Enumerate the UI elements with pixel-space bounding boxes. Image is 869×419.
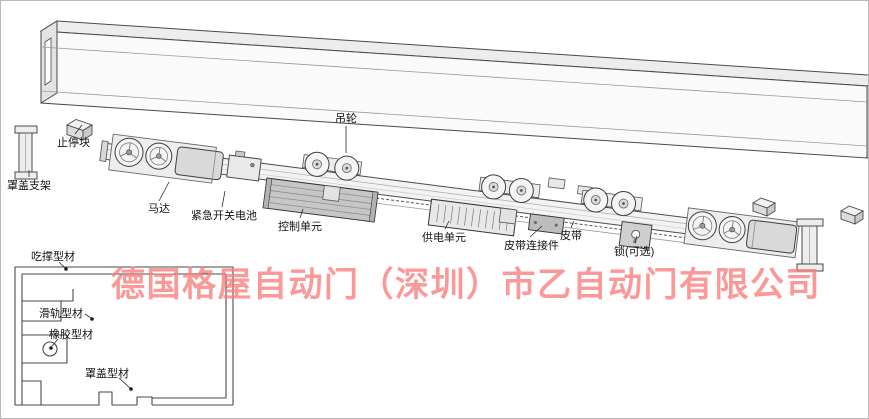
drive-pulley-icon: [687, 211, 717, 241]
label-stop-block: 止停块: [57, 135, 90, 149]
stop-block-part: [65, 119, 94, 141]
drive-pulley-icon: [145, 142, 173, 170]
label-belt-connector: 皮带连接件: [504, 239, 559, 252]
motor-left-assembly: [108, 133, 224, 184]
label-hanging-wheel: 吊轮: [335, 111, 357, 125]
lock-part: [618, 221, 653, 250]
label-motor: 马达: [148, 202, 170, 215]
cross-section-profile: [14, 266, 234, 406]
label-belt: 皮带: [560, 229, 582, 242]
emergency-switch-battery-part: [226, 150, 262, 182]
drive-pulley-icon: [114, 137, 144, 167]
label-lock-optional: 锁(可选): [614, 244, 654, 258]
cover-bracket-left-part: [14, 125, 38, 180]
leader-lines: [28, 124, 638, 391]
watermark-text: 德国格屋自动门（深圳）市乙自动门有限公司: [111, 265, 821, 304]
clamp-part-right: [751, 197, 777, 217]
part-labels: 吊轮 止停块 罩盖支架 马达 紧急开关电池 控制单元 供电单元 皮带连接件 皮带…: [7, 111, 654, 380]
hanging-wheel-assembly: [478, 174, 541, 225]
label-power-supply-unit: 供电单元: [422, 230, 466, 244]
label-support-profile: 吃撑型材: [31, 249, 75, 263]
hanging-wheel-assembly: [302, 151, 363, 202]
label-cover-profile: 罩盖型材: [85, 366, 129, 380]
belt-connector-part: [527, 213, 565, 235]
belt-clamp-part: [547, 177, 566, 190]
mechanism-assembly: [99, 133, 801, 259]
drive-pulley-icon: [718, 216, 746, 244]
top-cover-profile: [39, 20, 868, 159]
hanging-wheel-assembly: [580, 187, 643, 217]
label-cover-bracket: 罩盖支架: [7, 178, 51, 192]
label-control-unit: 控制单元: [278, 219, 322, 233]
label-rubber-profile: 橡胶型材: [49, 327, 93, 341]
clamp-part-right: [839, 205, 865, 225]
label-emergency-switch-battery: 紧急开关电池: [191, 208, 257, 222]
cover-bracket-right-part: [796, 218, 824, 272]
control-unit-part: [262, 177, 379, 223]
motor-right-assembly: [683, 207, 801, 259]
label-rail-profile: 滑轨型材: [39, 306, 83, 320]
